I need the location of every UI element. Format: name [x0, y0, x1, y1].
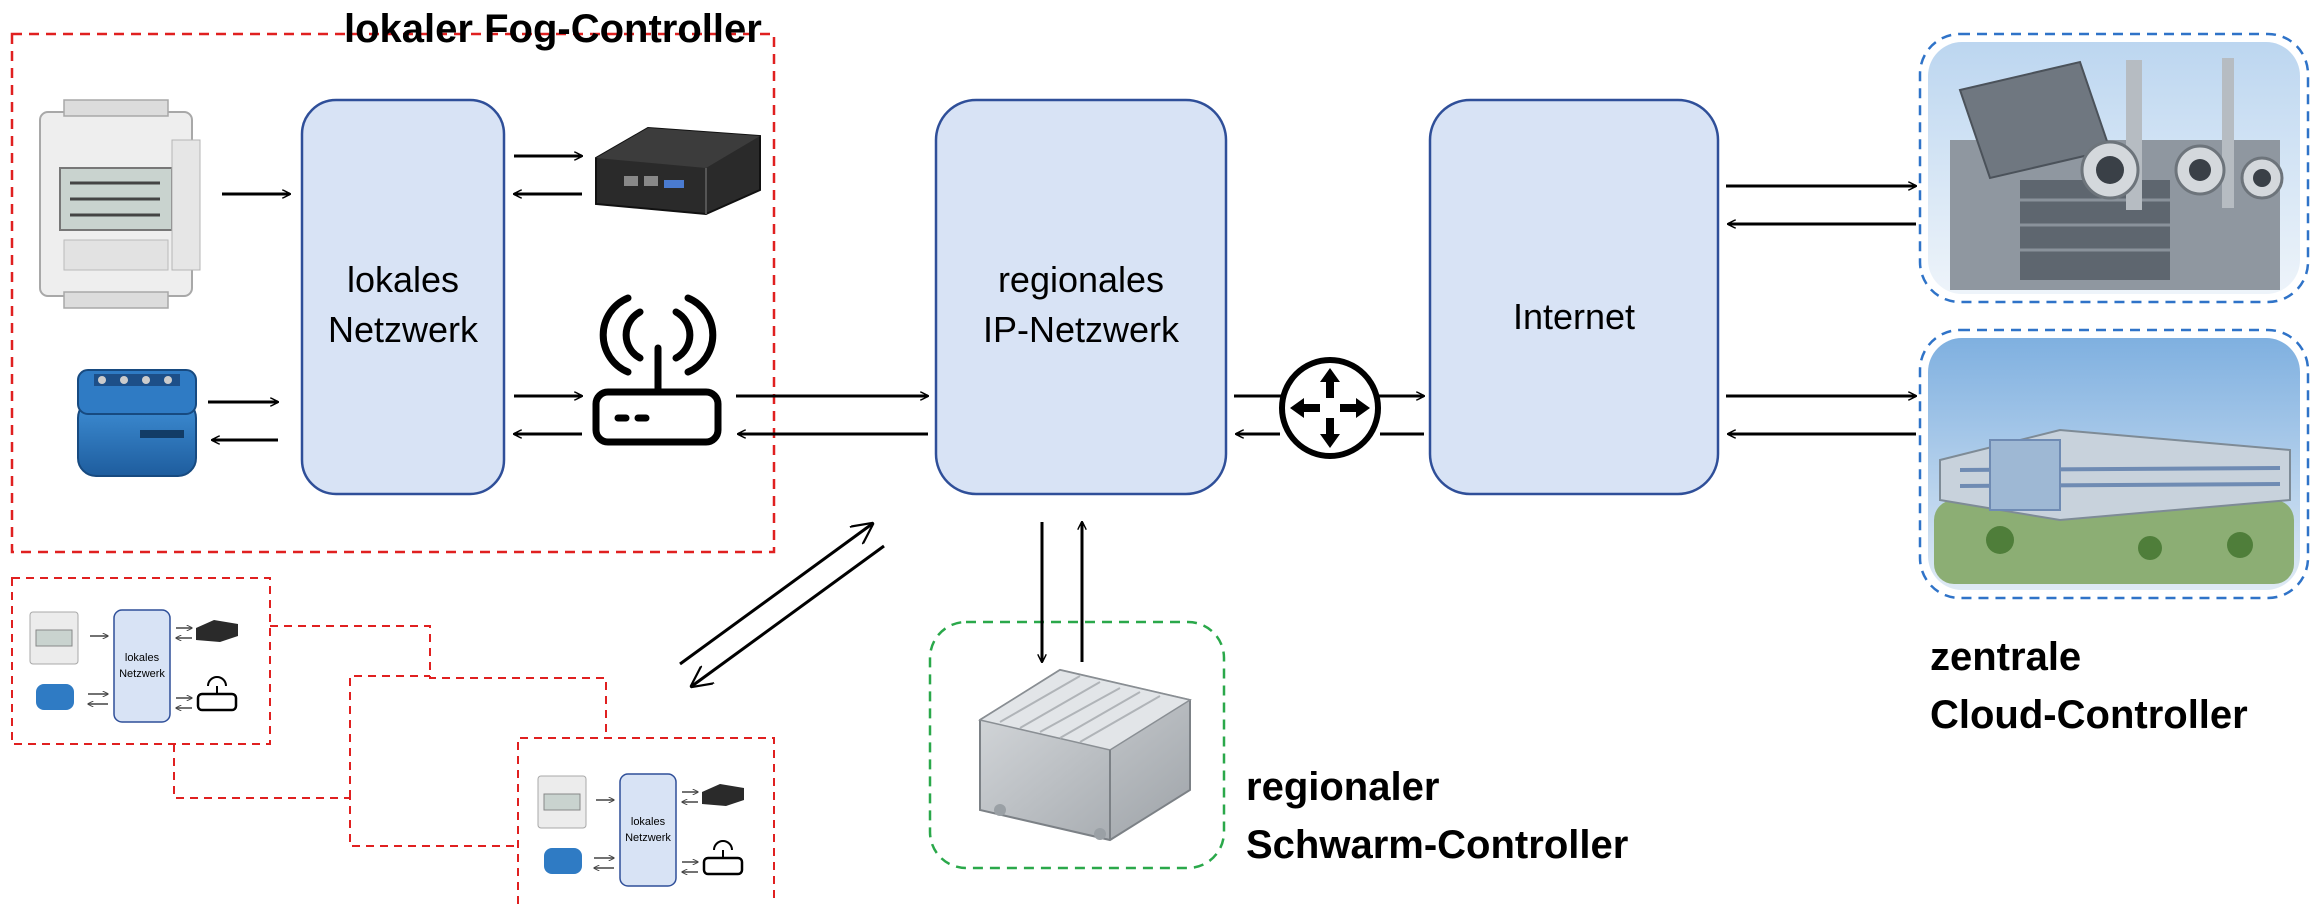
regional-ip-network-label-line2: IP-Netzwerk	[982, 309, 1180, 350]
swarm-controller-label-line2: Schwarm-Controller	[1246, 823, 1629, 867]
cloud-controller-label: zentrale Cloud-Controller	[1930, 628, 2248, 744]
cloud-campus-icon	[1928, 338, 2300, 590]
connector-arrows	[208, 156, 1916, 686]
mini-network-label-3-line2: Netzwerk	[625, 832, 671, 844]
swarm-controller-label: regionaler Schwarm-Controller	[1246, 758, 1628, 874]
datacenter-building-icon	[1928, 42, 2300, 294]
local-network-label-line2: Netzwerk	[327, 309, 479, 350]
cloud-controller-label-line1: zentrale	[1930, 635, 2082, 679]
mini-fog-controller-3	[517, 737, 775, 904]
fog-controller-border	[10, 32, 776, 554]
mini-fog-controller-2-outline	[173, 625, 607, 847]
mini-network-label-1-line2: Netzwerk	[119, 668, 165, 680]
outdoor-gateway-icon	[978, 668, 1192, 842]
cloud-controller-border-top	[1918, 32, 2310, 304]
local-network-label-line1: lokales	[346, 259, 460, 300]
cloud-controller-label-line2: Cloud-Controller	[1930, 693, 2248, 737]
smart-meter-icon	[39, 99, 201, 309]
regional-ip-network-label-line1: regionales	[997, 259, 1165, 300]
local-network-label: lokales Netzwerk	[302, 255, 504, 355]
local-network-box	[300, 98, 506, 496]
smart-relay-icon	[77, 369, 197, 477]
regional-ip-network-label: regionales IP-Netzwerk	[936, 255, 1226, 355]
mini-network-label-1-line1: lokales	[124, 652, 160, 664]
mini-network-label-3-line1: lokales	[630, 816, 666, 828]
mini-pc-icon	[595, 126, 761, 216]
regional-ip-network-box	[934, 98, 1228, 496]
internet-box	[1428, 98, 1720, 496]
swarm-controller-border	[928, 620, 1226, 870]
mini-network-label-3: lokales Netzwerk	[620, 814, 676, 846]
mini-fog-controller-1	[11, 577, 271, 745]
wifi-router-icon	[592, 294, 722, 446]
mini-network-label-1: lokales Netzwerk	[114, 650, 170, 682]
internet-label-line1: Internet	[1512, 296, 1636, 337]
fog-controller-label: lokaler Fog-Controller	[344, 7, 762, 51]
cloud-controller-border-bottom	[1918, 328, 2310, 600]
swarm-controller-label-line1: regionaler	[1246, 765, 1440, 809]
internet-label: Internet	[1430, 292, 1718, 342]
network-router-icon	[1279, 357, 1381, 459]
